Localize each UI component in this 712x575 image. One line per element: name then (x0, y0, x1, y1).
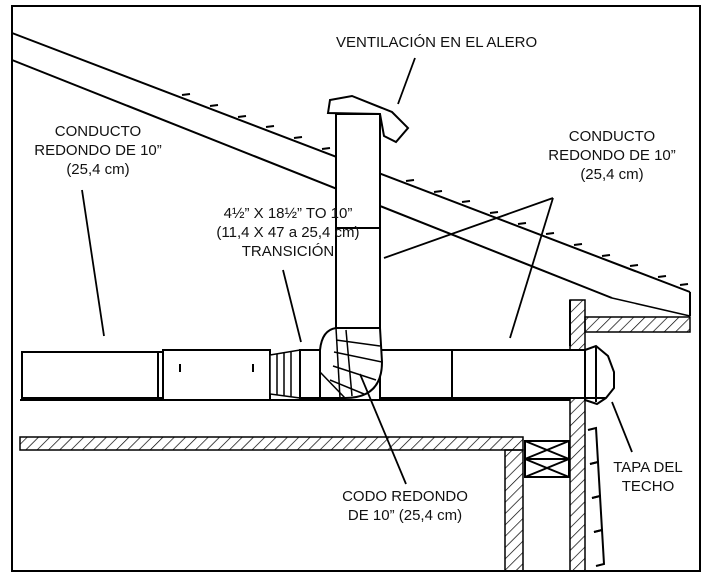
label-duct-right-line3: (25,4 cm) (580, 166, 644, 183)
label-transition-line3: TRANSICIÓN (241, 243, 335, 260)
duct-segment-left (21, 351, 162, 399)
rectangular-duct (162, 349, 271, 401)
label-duct-left-line3: (25,4 cm) (66, 161, 130, 178)
soffit (584, 316, 691, 333)
leader-transition (282, 269, 302, 343)
elbow-fitting (319, 327, 384, 399)
leader-duct-right-a (383, 197, 554, 259)
exterior-siding (587, 426, 606, 567)
label-elbow-line1: CODO REDONDO (342, 488, 468, 505)
frame-border (11, 5, 701, 572)
label-roof-cap: TAPA DEL TECHO (604, 458, 692, 496)
label-duct-left: CONDUCTO REDONDO DE 10” (25,4 cm) (18, 122, 178, 179)
label-duct-right: CONDUCTO REDONDO DE 10” (25,4 cm) (536, 127, 688, 184)
leader-duct-left (81, 189, 105, 337)
transition-fitting (269, 349, 301, 399)
label-elbow-line2: DE 10” (25,4 cm) (347, 507, 463, 524)
label-duct-left-line1: CONDUCTO (54, 123, 142, 140)
exterior-wall (569, 299, 586, 572)
leader-lines (81, 57, 633, 485)
top-plate-blocking (524, 440, 570, 478)
label-duct-right-line2: REDONDO DE 10” (548, 147, 676, 164)
label-roof-cap-line1: TAPA DEL (613, 459, 683, 476)
leader-elbow (359, 373, 407, 485)
label-transition-line1: 4½” X 18½” TO 10” (223, 205, 353, 222)
eave-vent (326, 94, 410, 144)
label-duct-left-line2: REDONDO DE 10” (34, 142, 162, 159)
ceiling-joist (19, 399, 570, 451)
leader-roof-cap (611, 401, 633, 453)
label-transition: 4½” X 18½” TO 10” (11,4 X 47 a 25,4 cm) … (198, 204, 378, 261)
duct-horizontal (299, 349, 586, 399)
roof-shingles (181, 93, 689, 286)
label-eave-vent: VENTILACIÓN EN EL ALERO (336, 33, 537, 52)
leader-eave-vent (397, 57, 416, 105)
label-duct-right-line1: CONDUCTO (568, 128, 656, 145)
roof-cap (584, 344, 615, 406)
label-roof-cap-line2: TECHO (621, 478, 675, 495)
leader-duct-right-b (509, 197, 554, 339)
interior-wall (504, 449, 524, 572)
label-transition-line2: (11,4 X 47 a 25,4 cm) (216, 224, 360, 241)
label-elbow: CODO REDONDO DE 10” (25,4 cm) (323, 487, 487, 525)
label-eave-vent-text: VENTILACIÓN EN EL ALERO (336, 34, 538, 51)
